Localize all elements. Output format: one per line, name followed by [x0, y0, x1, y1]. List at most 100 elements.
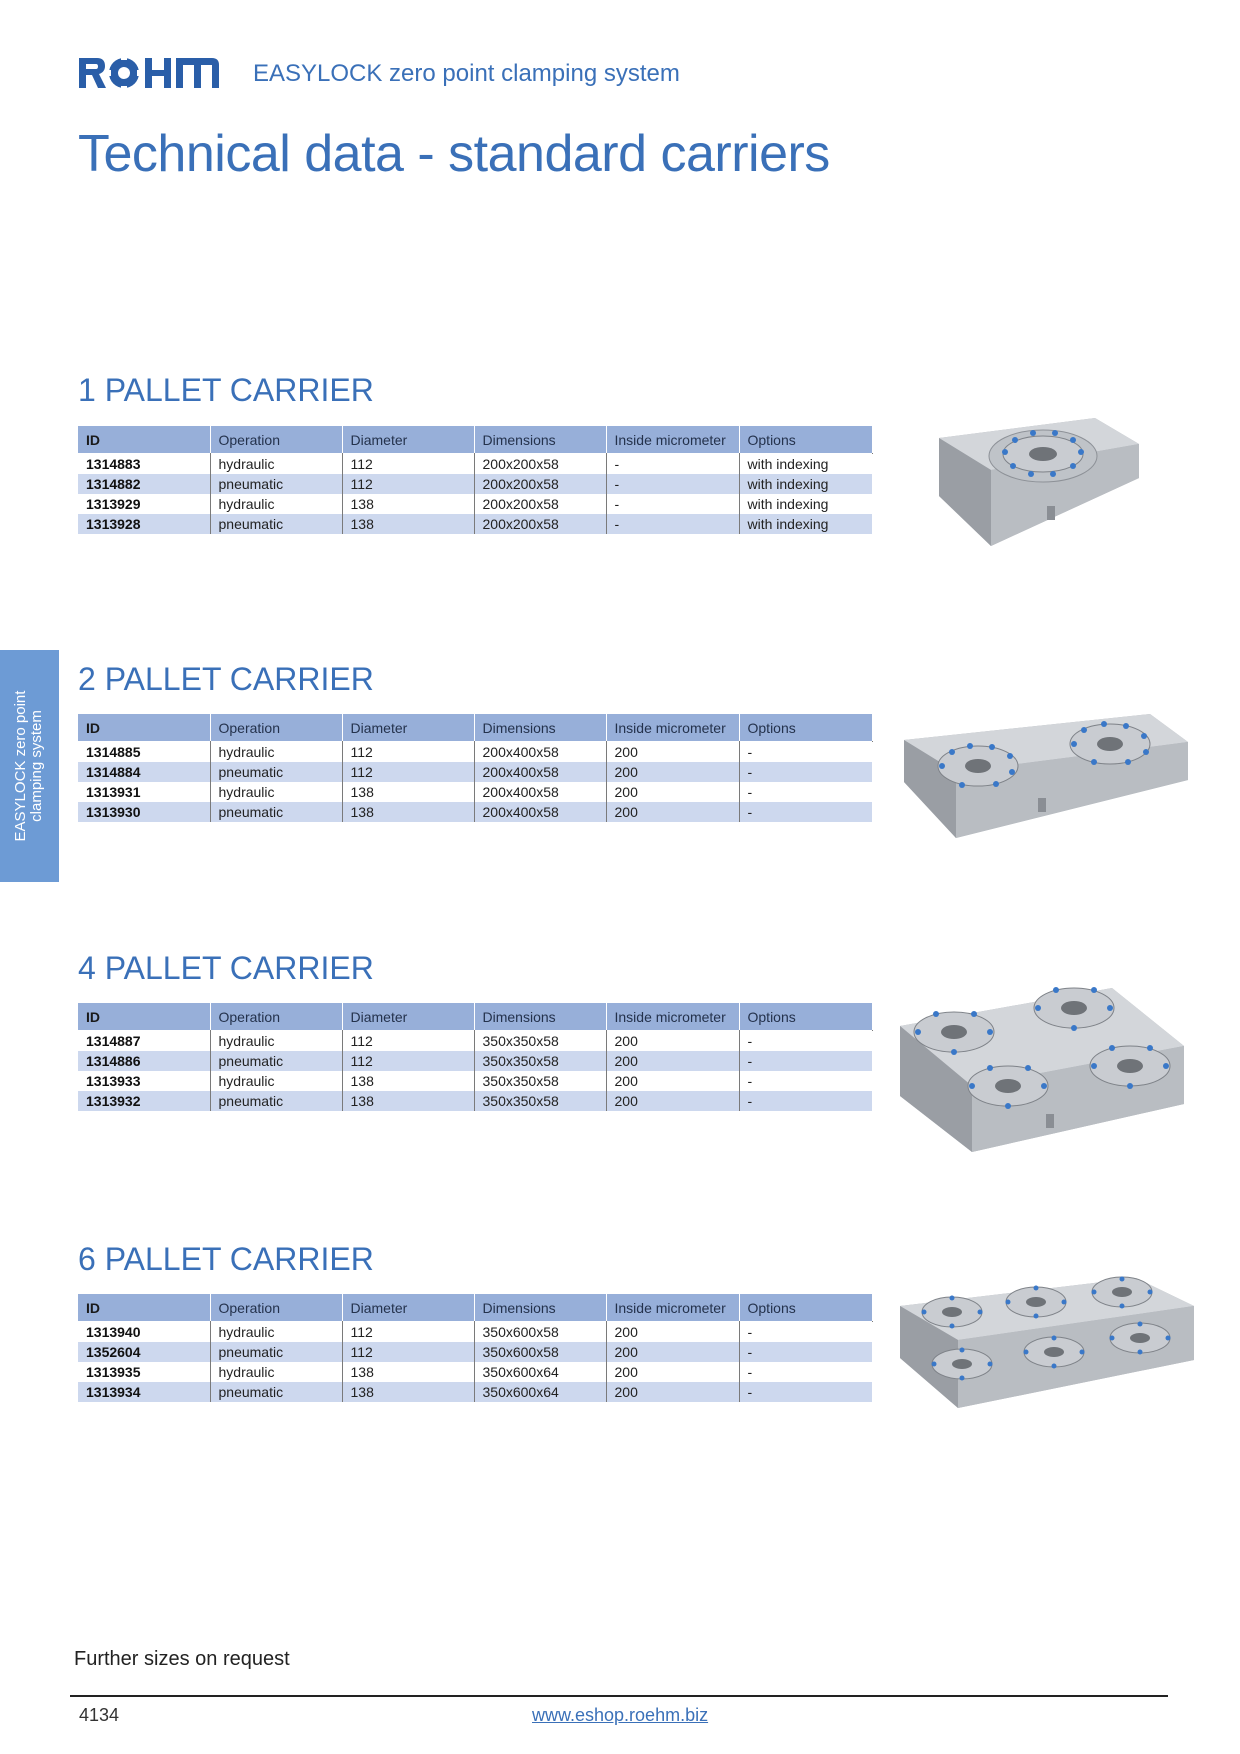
table-cell: 112: [342, 454, 475, 474]
product-image-4-pallet: [900, 987, 1184, 1152]
column-header: Diameter: [342, 714, 475, 741]
column-header: Options: [739, 1003, 872, 1030]
table-cell: 138: [342, 494, 475, 514]
column-header: ID: [78, 714, 211, 741]
article-id-cell: 1314884: [78, 762, 211, 782]
side-tab: [0, 650, 59, 882]
product-image-1-pallet: [939, 418, 1139, 546]
table-cell: hydraulic: [210, 454, 343, 474]
table-cell: -: [739, 802, 872, 822]
table-cell: -: [739, 1382, 872, 1402]
product-image-6-pallet: [900, 1276, 1194, 1408]
table-cell: hydraulic: [210, 1031, 343, 1051]
table-cell: 138: [342, 802, 475, 822]
table-spacer-row: [78, 1030, 873, 1031]
footer-link[interactable]: www.eshop.roehm.biz: [532, 1705, 709, 1725]
article-id-cell: 1314885: [78, 742, 211, 762]
product-image-2-pallet: [904, 714, 1188, 838]
table-cell: 138: [342, 1071, 475, 1091]
table-cell: -: [747, 1364, 753, 1380]
article-id-cell: 1313935: [78, 1362, 211, 1382]
table-cell: 112: [342, 762, 475, 782]
table-cell: 112: [342, 1031, 475, 1051]
footnote: Further sizes on request: [74, 1648, 290, 1670]
table-cell: 200: [606, 1071, 740, 1091]
table-cell: 112: [342, 742, 475, 762]
column-header: Operation: [210, 426, 343, 453]
table-cell: pneumatic: [210, 762, 343, 782]
table-cell: pneumatic: [210, 1382, 343, 1402]
footer-divider: [70, 1695, 1168, 1697]
table-cell: pneumatic: [210, 802, 343, 822]
table-cell: 200x400x58: [474, 782, 607, 802]
table-cell: -: [747, 1073, 753, 1089]
table-cell: with indexing: [747, 456, 829, 472]
article-id-cell: 1314883: [78, 454, 211, 474]
table-cell: 350x600x58: [474, 1322, 607, 1342]
table-cell: 350x600x64: [474, 1382, 607, 1402]
column-header: Options: [739, 714, 872, 741]
header-subtitle: EASYLOCK zero point clamping system: [253, 60, 680, 87]
table-cell: 200: [606, 1362, 740, 1382]
column-header: Inside micrometer: [606, 1003, 740, 1030]
table-cell: with indexing: [739, 514, 872, 534]
table-cell: -: [739, 1342, 872, 1362]
table-cell: -: [739, 1051, 872, 1071]
table-cell: hydraulic: [210, 494, 343, 514]
article-id-cell: 1313933: [78, 1071, 211, 1091]
table-cell: with indexing: [739, 474, 872, 494]
table-cell: 200x400x58: [474, 742, 607, 762]
table-cell: 200x200x58: [474, 494, 607, 514]
table-cell: 200x200x58: [474, 514, 607, 534]
table-cell: 200: [606, 762, 740, 782]
column-header: Diameter: [342, 1294, 475, 1321]
article-id-cell: 1314887: [78, 1031, 211, 1051]
table-cell: hydraulic: [210, 1322, 343, 1342]
table-cell: pneumatic: [210, 1051, 343, 1071]
table-cell: 138: [342, 1091, 475, 1111]
table-cell: 200: [606, 742, 740, 762]
table-cell: 200: [606, 1051, 740, 1071]
table-cell: -: [606, 494, 740, 514]
article-id-cell: 1352604: [78, 1342, 211, 1362]
table-cell: 200x400x58: [474, 802, 607, 822]
column-header: ID: [78, 1294, 211, 1321]
table-cell: -: [606, 474, 740, 494]
table-cell: hydraulic: [210, 1362, 343, 1382]
side-tab-line2: clamping system: [28, 710, 45, 822]
table-cell: -: [739, 762, 872, 782]
table-cell: 138: [342, 514, 475, 534]
section-title-1-pallet: 1 PALLET CARRIER: [78, 372, 374, 408]
article-id-cell: 1314882: [78, 474, 211, 494]
table-cell: -: [747, 784, 753, 800]
column-header: Operation: [210, 714, 343, 741]
article-id-cell: 1314886: [78, 1051, 211, 1071]
page-title: Technical data - standard carriers: [78, 125, 830, 183]
table-spacer-row: [78, 741, 873, 742]
column-header: Options: [739, 1294, 872, 1321]
column-header: Dimensions: [474, 1294, 607, 1321]
column-header: Dimensions: [474, 426, 607, 453]
article-id-cell: 1313928: [78, 514, 211, 534]
side-tab-line1: EASYLOCK zero point: [12, 690, 29, 842]
table-cell: 350x350x58: [474, 1071, 607, 1091]
table-cell: 112: [342, 1322, 475, 1342]
table-cell: 350x350x58: [474, 1031, 607, 1051]
column-header: Options: [739, 426, 872, 453]
table-spacer-row: [78, 1321, 873, 1322]
table-cell: -: [747, 1033, 753, 1049]
table-cell: 200x400x58: [474, 762, 607, 782]
table-cell: 200: [606, 1382, 740, 1402]
